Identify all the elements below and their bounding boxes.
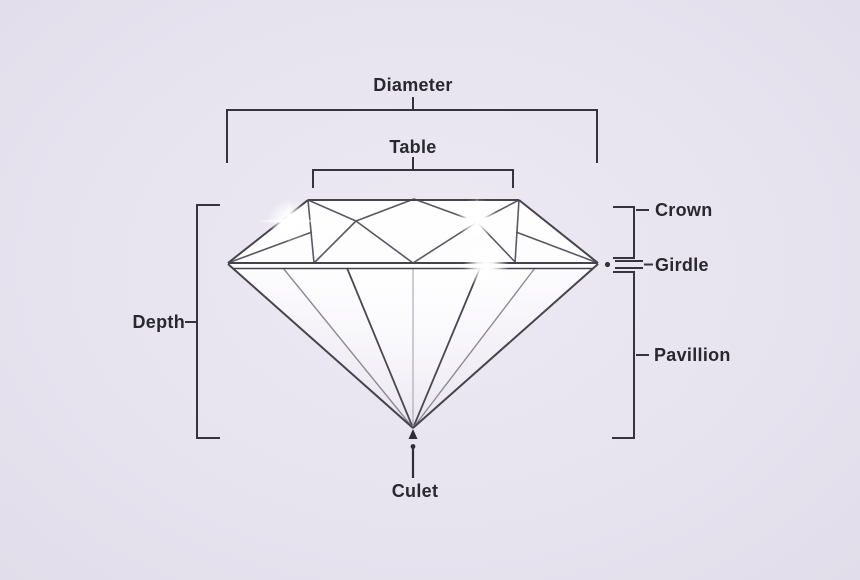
label-pavillion: Pavillion [654,345,731,365]
pavillion-bracket [612,271,649,439]
table-bracket [312,157,514,188]
label-culet: Culet [391,481,439,501]
label-table: Table [389,137,437,157]
culet-arrow [408,429,418,478]
diameter-bracket [226,97,598,163]
diamond-illustration [227,198,599,429]
crown-bracket [613,206,649,259]
label-diameter: Diameter [373,75,453,95]
measurement-brackets [185,97,653,439]
label-depth: Depth [132,312,185,332]
diamond-outline [227,199,599,429]
pavilion-facet-lines [282,267,536,429]
sparkle-icon [452,243,520,289]
sparkle-icon [259,200,319,242]
label-girdle: Girdle [655,255,709,275]
label-crown: Crown [655,200,713,220]
girdle-dot [604,261,611,268]
sparkle-icon [447,198,507,240]
girdle-indicator [615,260,653,269]
depth-bracket [185,204,220,439]
